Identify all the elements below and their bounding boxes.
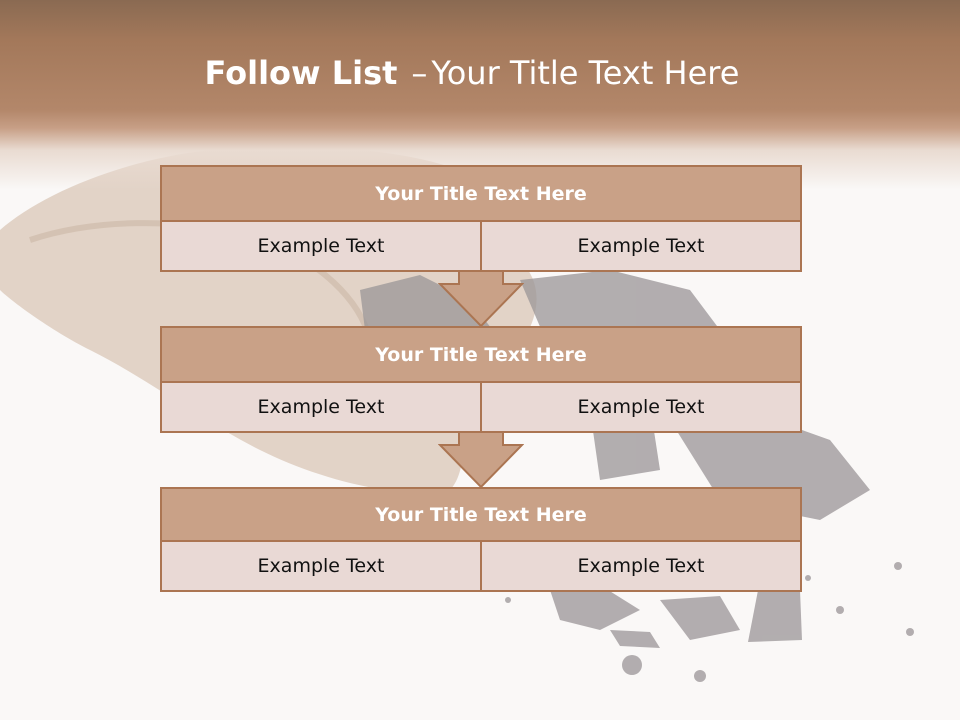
list-block: Your Title Text Here Example Text Exampl… bbox=[160, 487, 802, 592]
block-cell-right: Example Text bbox=[482, 383, 802, 433]
block-title: Your Title Text Here bbox=[160, 487, 802, 542]
block-row: Example Text Example Text bbox=[160, 542, 802, 592]
down-arrow-icon bbox=[438, 270, 524, 328]
block-row: Example Text Example Text bbox=[160, 222, 802, 272]
down-arrow-icon bbox=[438, 431, 524, 489]
header-band bbox=[0, 0, 960, 190]
block-cell-right: Example Text bbox=[482, 222, 802, 272]
slide-title-dash: – bbox=[411, 54, 428, 92]
slide-title: Follow List–Your Title Text Here bbox=[0, 54, 944, 92]
block-cell-right: Example Text bbox=[482, 542, 802, 592]
slide-title-bold: Follow List bbox=[204, 54, 398, 92]
block-row: Example Text Example Text bbox=[160, 383, 802, 433]
list-block: Your Title Text Here Example Text Exampl… bbox=[160, 165, 802, 272]
list-block: Your Title Text Here Example Text Exampl… bbox=[160, 326, 802, 433]
block-cell-left: Example Text bbox=[160, 542, 482, 592]
block-title: Your Title Text Here bbox=[160, 165, 802, 222]
slide-title-rest: Your Title Text Here bbox=[431, 54, 740, 92]
block-title: Your Title Text Here bbox=[160, 326, 802, 383]
block-cell-left: Example Text bbox=[160, 383, 482, 433]
block-cell-left: Example Text bbox=[160, 222, 482, 272]
